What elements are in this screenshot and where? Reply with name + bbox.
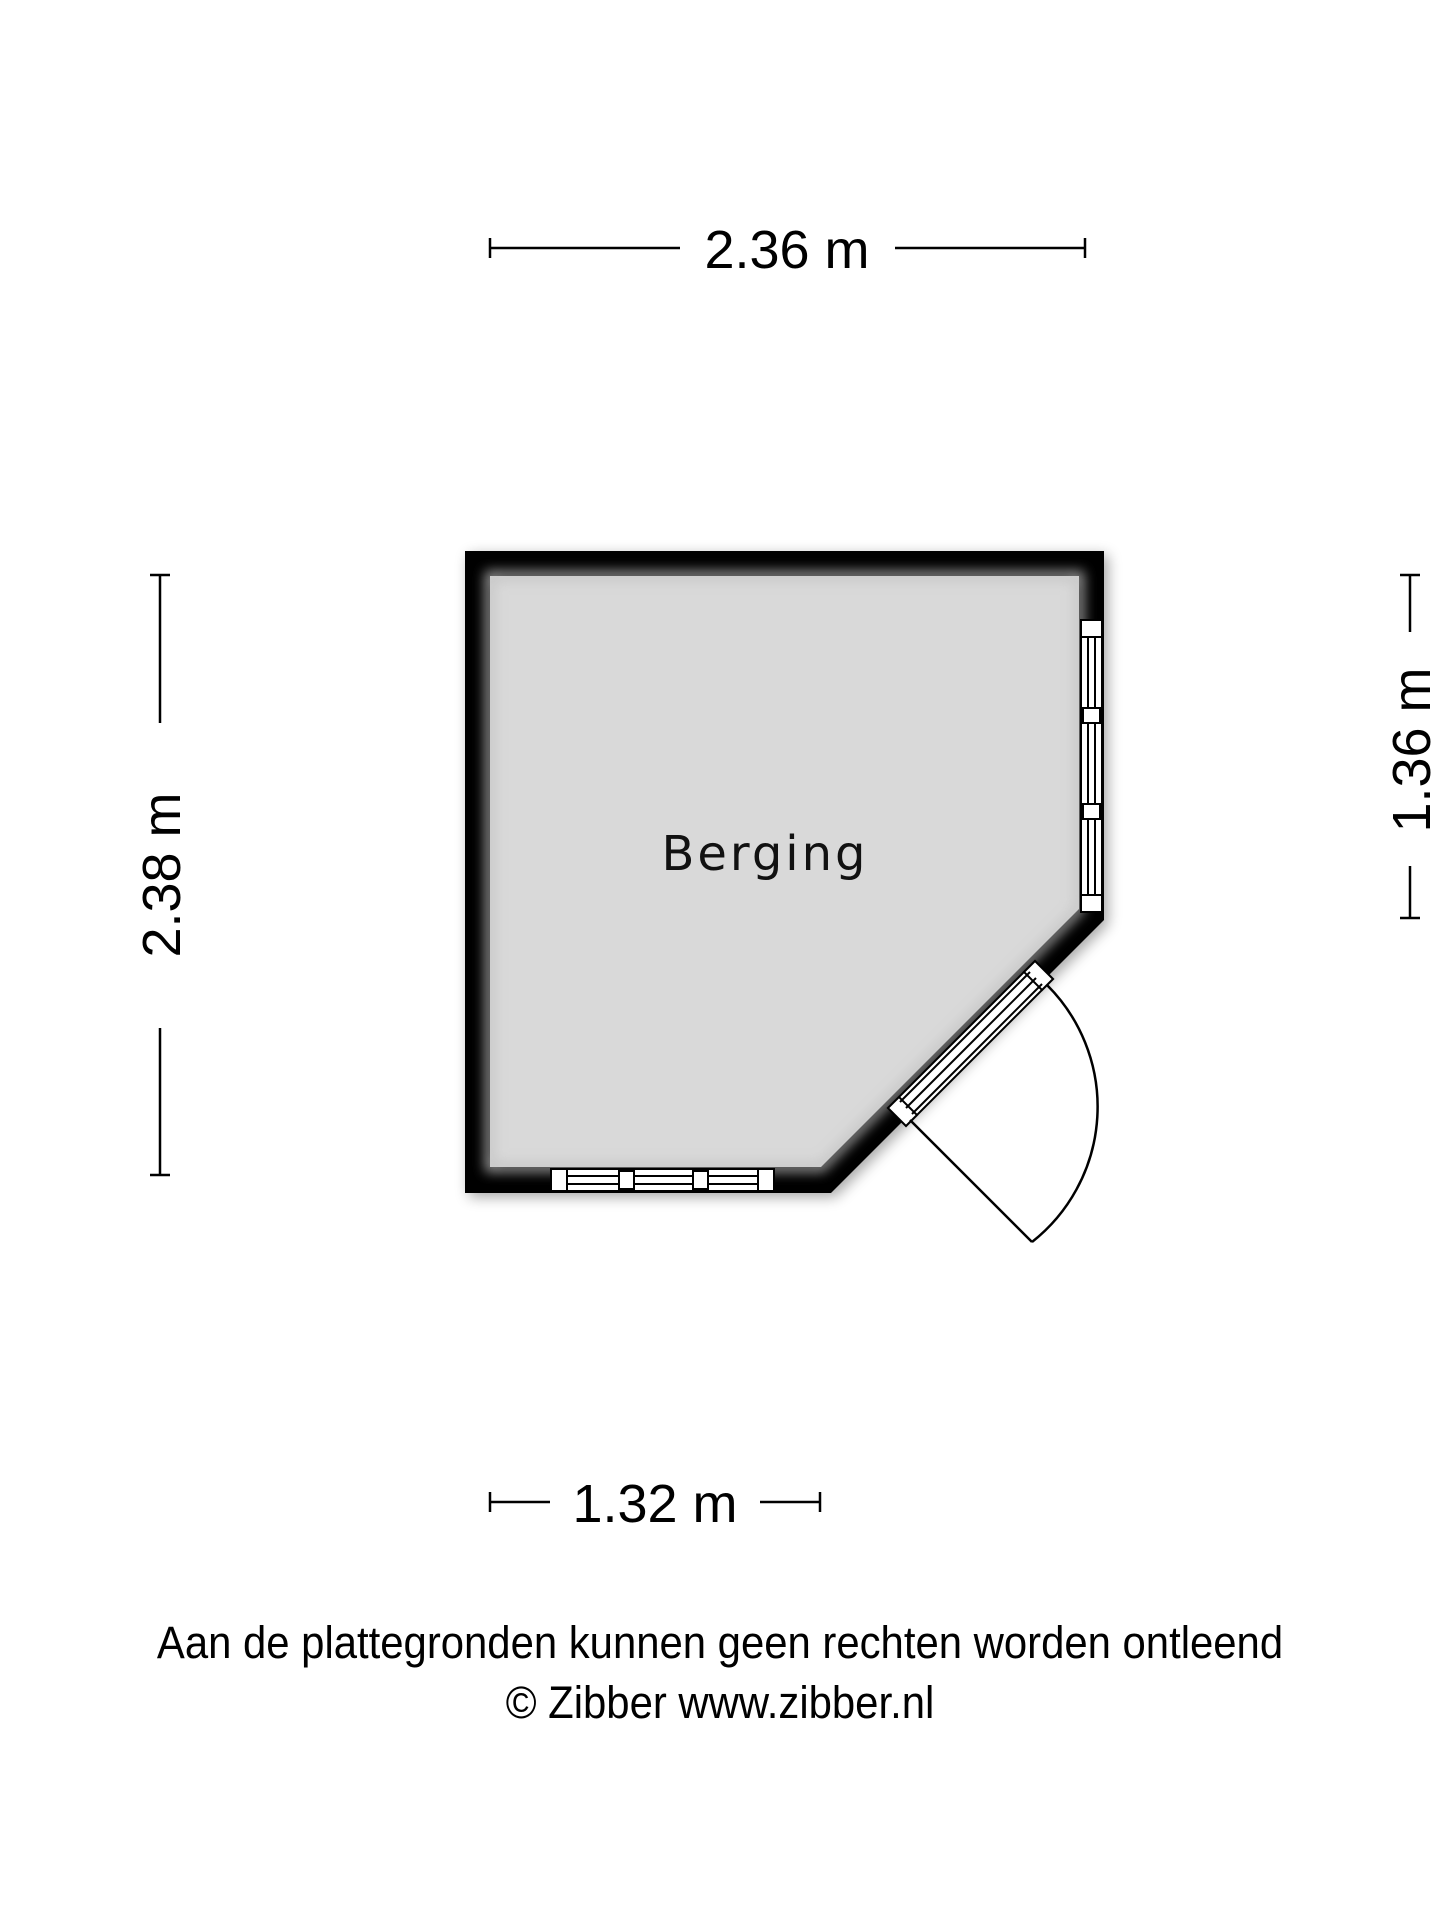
dimension-top-label: 2.36 m [704, 220, 869, 280]
room-label: Berging [661, 826, 868, 882]
dimension-top: 2.36 m [488, 220, 1087, 280]
dimension-right-label: 1.36 m [1382, 667, 1440, 832]
dimension-left: 2.38 m [132, 573, 192, 1177]
door-leaf [909, 1119, 1033, 1243]
footer-disclaimer: Aan de plattegronden kunnen geen rechten… [156, 1617, 1284, 1668]
room-berging: Berging [465, 551, 1104, 1243]
right-wall-window [1080, 619, 1103, 913]
door-swing-arc [1031, 984, 1099, 1243]
diagonal-wall-door [886, 959, 1099, 1243]
dimension-left-label: 2.38 m [132, 792, 192, 957]
footer-copyright: © Zibber www.zibber.nl [505, 1677, 935, 1728]
dimension-bottom-label: 1.32 m [572, 1474, 737, 1534]
dimension-right: 1.36 m [1382, 573, 1440, 920]
dimension-bottom: 1.32 m [488, 1474, 822, 1534]
bottom-wall-window [550, 1168, 775, 1192]
floor [490, 576, 1079, 1167]
